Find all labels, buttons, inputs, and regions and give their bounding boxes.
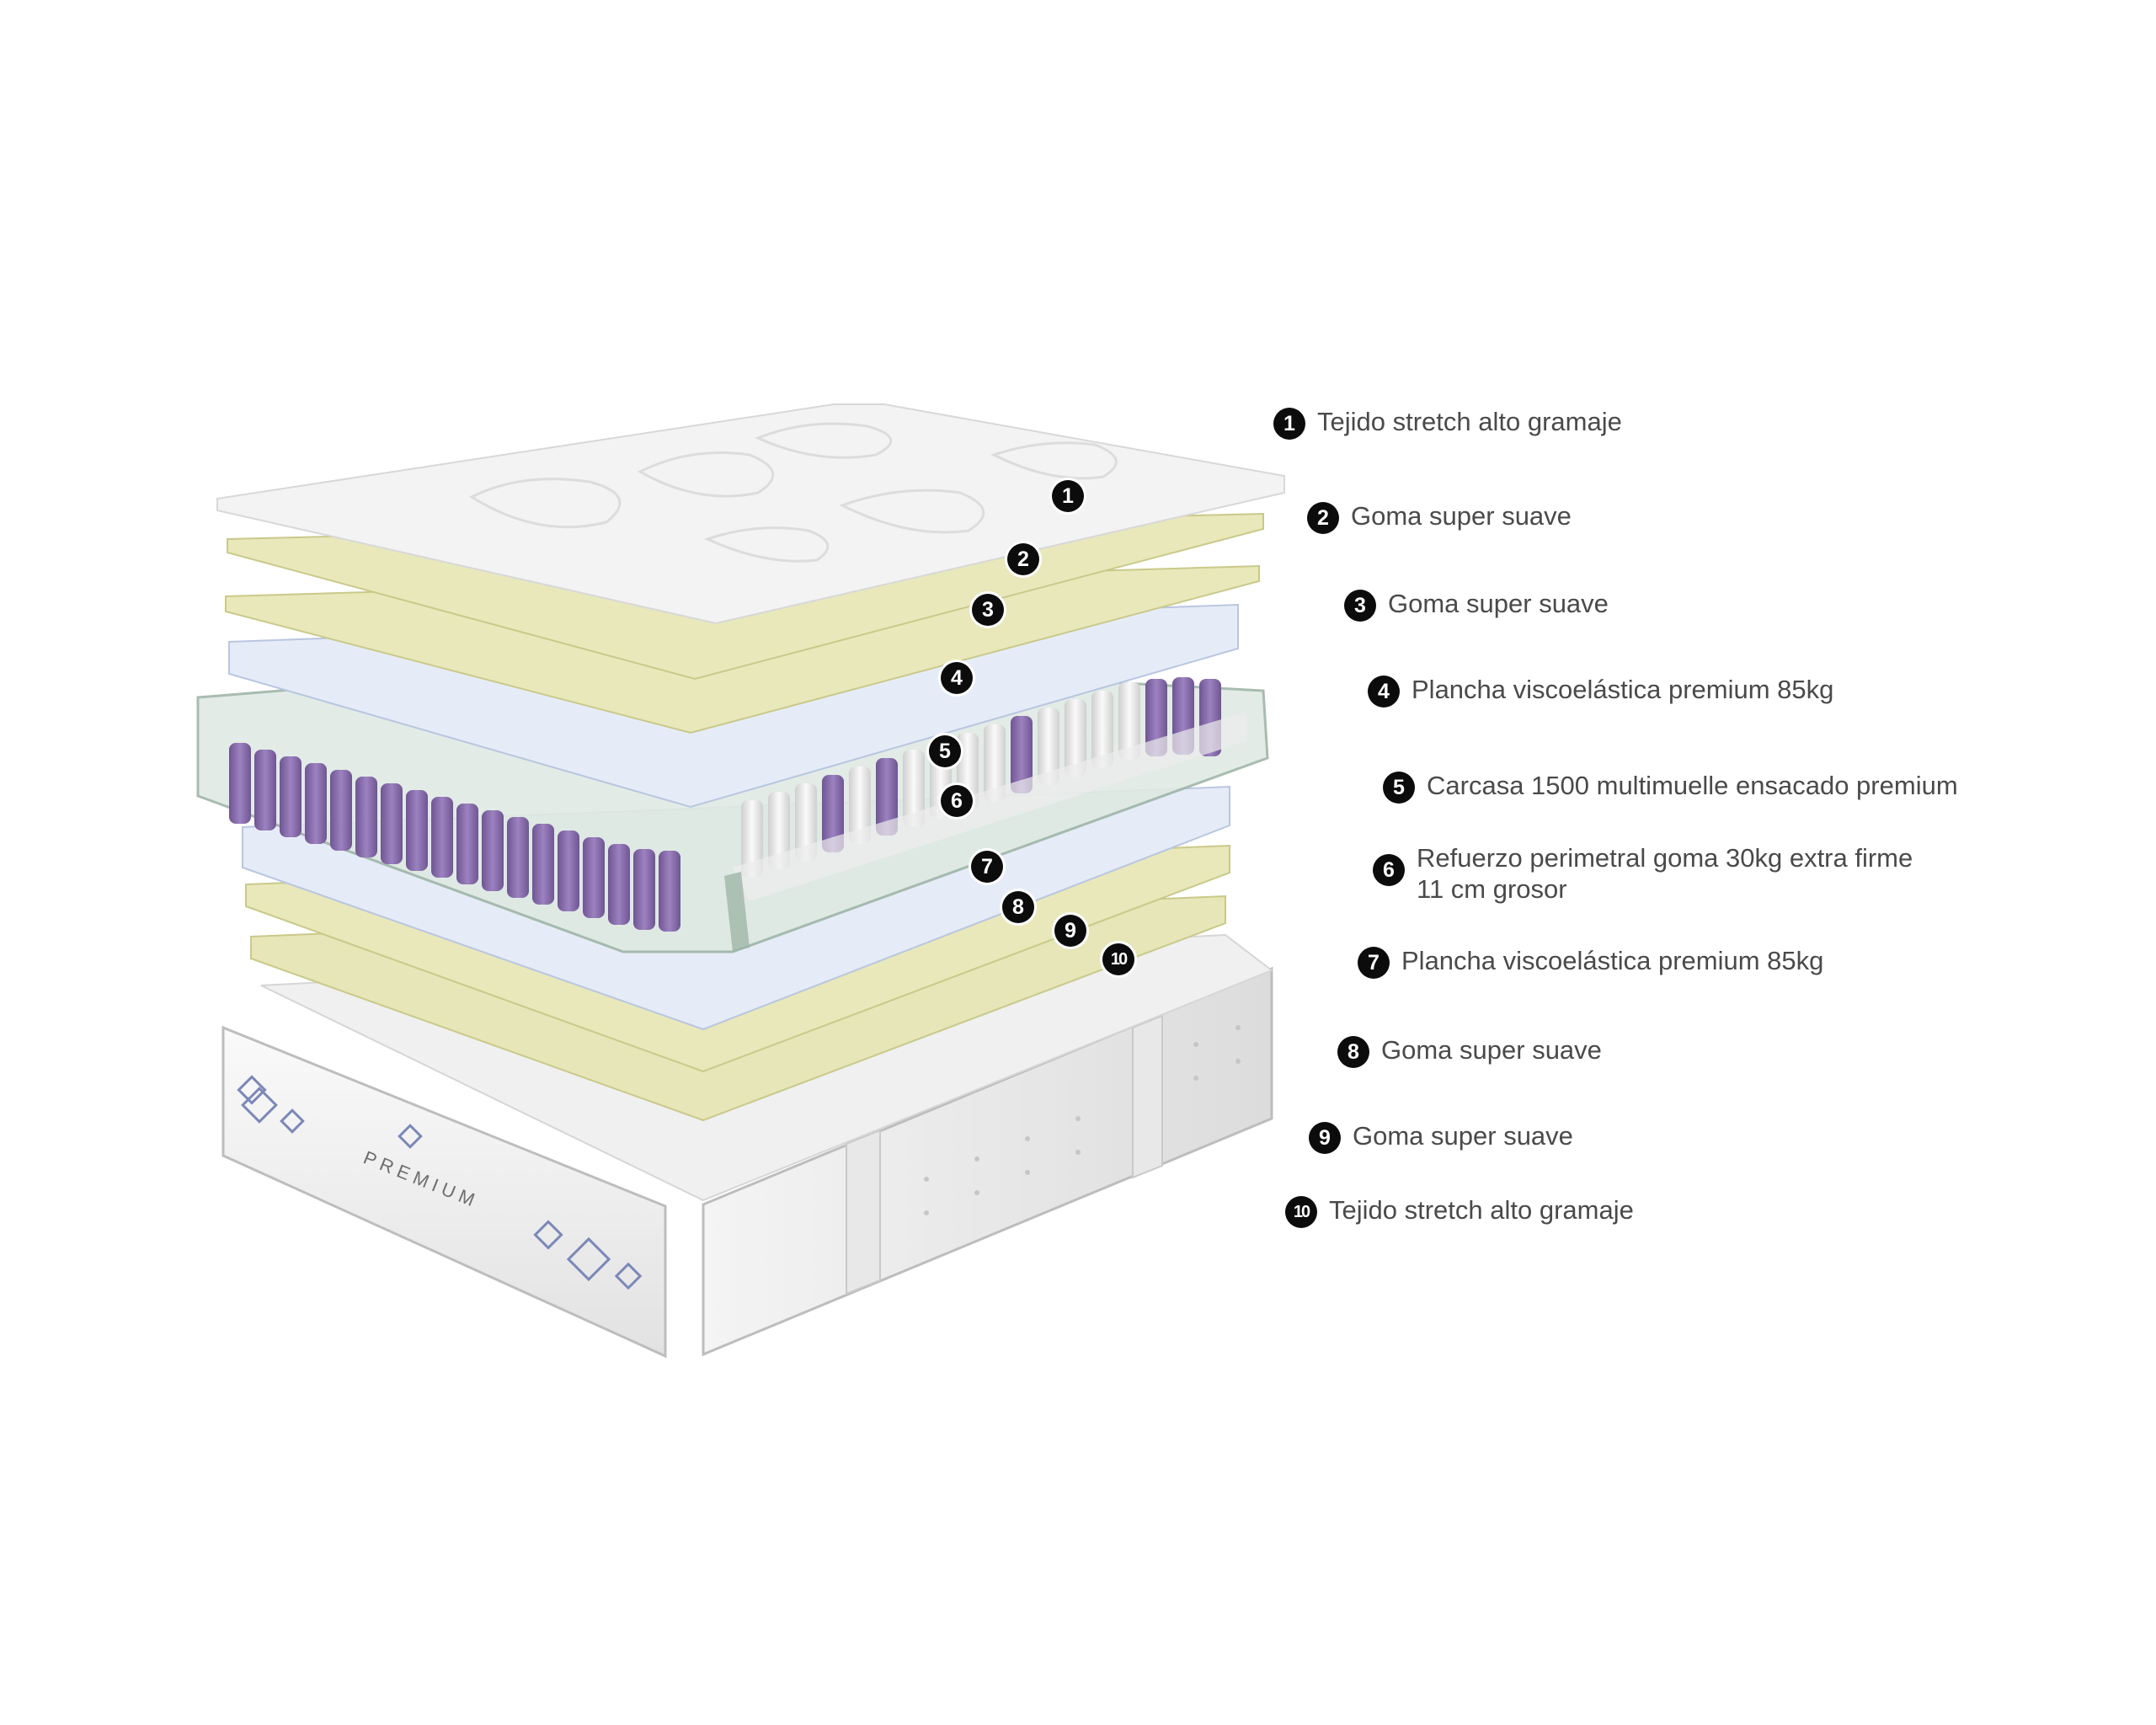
callout-9: 9 [1054, 915, 1086, 947]
legend-text-1: Tejido stretch alto gramaje [1317, 407, 1622, 436]
legend-item-10: 10 Tejido stretch alto gramaje [1285, 1194, 1634, 1228]
legend-badge-2: 2 [1307, 502, 1339, 534]
legend-badge-7: 7 [1358, 947, 1390, 979]
legend-item-2: 2 Goma super suave [1307, 500, 1572, 534]
purple-springs-front [229, 743, 680, 932]
legend-item-3: 3 Goma super suave [1344, 588, 1609, 622]
legend-badge-1: 1 [1273, 408, 1305, 440]
callout-5: 5 [929, 735, 961, 767]
callout-7: 7 [971, 851, 1003, 883]
legend-text-7: Plancha viscoelástica premium 85kg [1401, 946, 1824, 975]
callout-6: 6 [941, 785, 973, 817]
callout-3: 3 [972, 594, 1004, 626]
legend-text-3: Goma super suave [1388, 589, 1609, 618]
legend-badge-8: 8 [1337, 1036, 1369, 1068]
legend-text-4: Plancha viscoelástica premium 85kg [1412, 675, 1834, 704]
legend-item-8: 8 Goma super suave [1337, 1034, 1602, 1068]
legend-badge-4: 4 [1368, 676, 1400, 708]
legend-item-7: 7 Plancha viscoelástica premium 85kg [1358, 945, 1823, 979]
legend-text-2: Goma super suave [1351, 501, 1572, 531]
legend-text-10: Tejido stretch alto gramaje [1329, 1195, 1634, 1225]
callout-4: 4 [941, 662, 973, 694]
legend-badge-9: 9 [1309, 1122, 1341, 1154]
legend-item-6: 6 Refuerzo perimetral goma 30kg extra fi… [1373, 842, 1913, 905]
layer-1-top-fabric [216, 403, 1285, 625]
callout-2: 2 [1007, 543, 1039, 575]
callout-10: 10 [1102, 943, 1134, 975]
legend-badge-10: 10 [1285, 1196, 1317, 1228]
quilting-dots [924, 1025, 1241, 1215]
mattress-base: PREMIUM [221, 966, 1273, 1359]
legend-text-5: Carcasa 1500 multimuelle ensacado premiu… [1427, 771, 1958, 800]
legend-item-9: 9 Goma super suave [1309, 1120, 1573, 1154]
layer-5-6-spring-unit [196, 657, 1269, 953]
legend-badge-6: 6 [1373, 854, 1405, 886]
legend-item-1: 1 Tejido stretch alto gramaje [1273, 406, 1622, 440]
legend-item-4: 4 Plancha viscoelástica premium 85kg [1368, 674, 1833, 708]
legend-badge-5: 5 [1383, 772, 1415, 804]
legend-text-8: Goma super suave [1381, 1035, 1602, 1065]
legend-badge-3: 3 [1344, 590, 1376, 622]
diamond-pattern [237, 1075, 643, 1290]
legend-text-6: Refuerzo perimetral goma 30kg extra firm… [1417, 843, 1913, 904]
legend-item-5: 5 Carcasa 1500 multimuelle ensacado prem… [1383, 770, 1958, 804]
legend-text-9: Goma super suave [1353, 1121, 1573, 1151]
white-springs-cut [741, 677, 1221, 878]
callout-8: 8 [1002, 891, 1034, 923]
callout-1: 1 [1052, 480, 1084, 512]
